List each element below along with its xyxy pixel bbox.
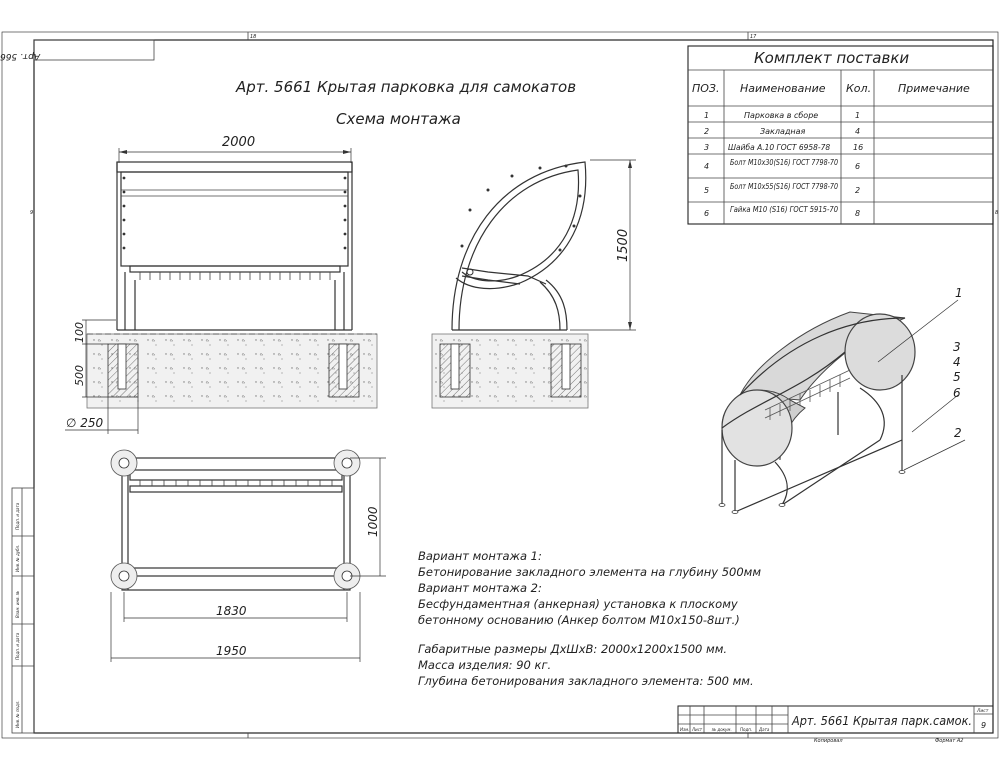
spec-row-name: Парковка в сборе [744, 111, 818, 120]
spec-row-name: Болт М10х30(S16) ГОСТ 7798-70 [730, 158, 838, 167]
callout-6: 6 [953, 386, 961, 400]
dim-1000: 1000 [366, 506, 380, 537]
title-block-format: Формат А2 [935, 738, 963, 744]
grid-mark-right-2: 9 [30, 210, 33, 216]
side-label-5: Инв. № подл. [15, 700, 20, 728]
spec-row-pos: 5 [704, 186, 709, 195]
spec-row-qty: 8 [855, 209, 860, 218]
title-block-name: Арт. 5661 Крытая парк.самок. [791, 714, 972, 728]
note-line: Габаритные размеры ДхШхВ: 2000х1200х1500… [418, 642, 727, 656]
side-view: 1500 [431, 159, 636, 409]
note-line: Бесфундаментная (анкерная) установка к п… [418, 597, 738, 611]
inner-border [33, 39, 994, 734]
spec-row-pos: 6 [704, 209, 709, 218]
dim-1830: 1830 [216, 604, 247, 618]
callout-5: 5 [953, 370, 961, 384]
spec-row-qty: 2 [855, 186, 860, 195]
dim-2000: 2000 [222, 135, 255, 150]
outer-border [1, 31, 999, 739]
dim-1500: 1500 [616, 229, 631, 262]
side-label-3: Взам. инв. № [15, 591, 20, 618]
note-line: Масса изделия: 90 кг. [418, 658, 551, 672]
drawing-subtitle: Схема монтажа [336, 110, 461, 128]
tb-col-1: Изм. [680, 727, 689, 732]
side-label-4: Подп. и дата [15, 632, 20, 660]
spec-row-pos: 1 [704, 111, 709, 120]
note-line: бетонному основанию (Анкер болтом М10х15… [418, 613, 740, 627]
dim-100: 100 [73, 322, 86, 343]
callout-4: 4 [953, 355, 961, 369]
spec-row-pos: 3 [704, 143, 709, 152]
dim-1950: 1950 [216, 644, 247, 658]
note-line: Глубина бетонирования закладного элемент… [418, 674, 754, 688]
spec-row-qty: 16 [853, 143, 863, 152]
front-view: 2000 [65, 135, 378, 434]
title-block-sheet-no: 9 [981, 721, 986, 730]
note-line: Вариант монтажа 1: [418, 549, 542, 563]
drawing-title: Арт. 5661 Крытая парковка для самокатов [235, 78, 576, 96]
spec-row-name: Гайка М10 (S16) ГОСТ 5915-70 [730, 205, 838, 214]
plan-view: 1000 1830 1950 [110, 449, 386, 662]
spec-row-pos: 4 [704, 162, 709, 171]
spec-header-note: Примечание [898, 82, 970, 95]
title-block-copied: Копировал [814, 738, 843, 744]
spec-table-title: Комплект поставки [754, 49, 909, 67]
spec-header-qty: Кол. [846, 82, 871, 95]
dim-500: 500 [73, 365, 86, 386]
grid-mark-top-1: 18 [250, 34, 256, 40]
tb-col-4: Подп. [740, 727, 752, 732]
spec-row-pos: 2 [704, 127, 709, 136]
side-label-1: Подп. и дата [15, 502, 20, 530]
callout-1: 1 [955, 286, 963, 300]
isometric-view: 1 3 4 5 6 2 [718, 286, 966, 514]
spec-row-name: Болт М10х55(S16) ГОСТ 7798-70 [730, 182, 838, 191]
spec-row-qty: 1 [855, 111, 860, 120]
grid-mark-right-1: 8 [995, 210, 998, 216]
grid-mark-top-2: 17 [750, 34, 757, 40]
spec-row-name: Закладная [760, 127, 806, 136]
side-label-strip: Подп. и дата Инв. № дубл. Взам. инв. № П… [11, 487, 35, 734]
spec-row-qty: 4 [855, 127, 860, 136]
spec-header-name: Наименование [740, 82, 826, 95]
callout-2: 2 [954, 426, 962, 440]
title-block: Изм. Лист № докум. Подп. Дата Арт. 5661 … [677, 705, 994, 744]
top-left-stamp: Арт. 5661 Крытая парк.самок [0, 51, 41, 61]
title-block-sheet-label: Лист [976, 708, 989, 714]
tb-col-5: Дата [758, 727, 770, 732]
callout-3: 3 [953, 340, 961, 354]
spec-header-pos: ПОЗ. [692, 82, 719, 95]
spec-row-name: Шайба А.10 ГОСТ 6958-78 [728, 143, 830, 152]
spec-table: Комплект поставки ПОЗ. Наименование Кол.… [687, 45, 994, 225]
note-line: Вариант монтажа 2: [418, 581, 542, 595]
note-line: Бетонирование закладного элемента на глу… [418, 565, 761, 579]
tb-col-2: Лист [691, 727, 703, 732]
spec-row-qty: 6 [855, 162, 860, 171]
side-label-2: Инв. № дубл. [15, 545, 20, 572]
tb-col-3: № докум. [711, 727, 732, 732]
dim-diameter: ∅ 250 [66, 416, 104, 430]
installation-notes: Вариант монтажа 1: Бетонирование закладн… [418, 549, 761, 688]
